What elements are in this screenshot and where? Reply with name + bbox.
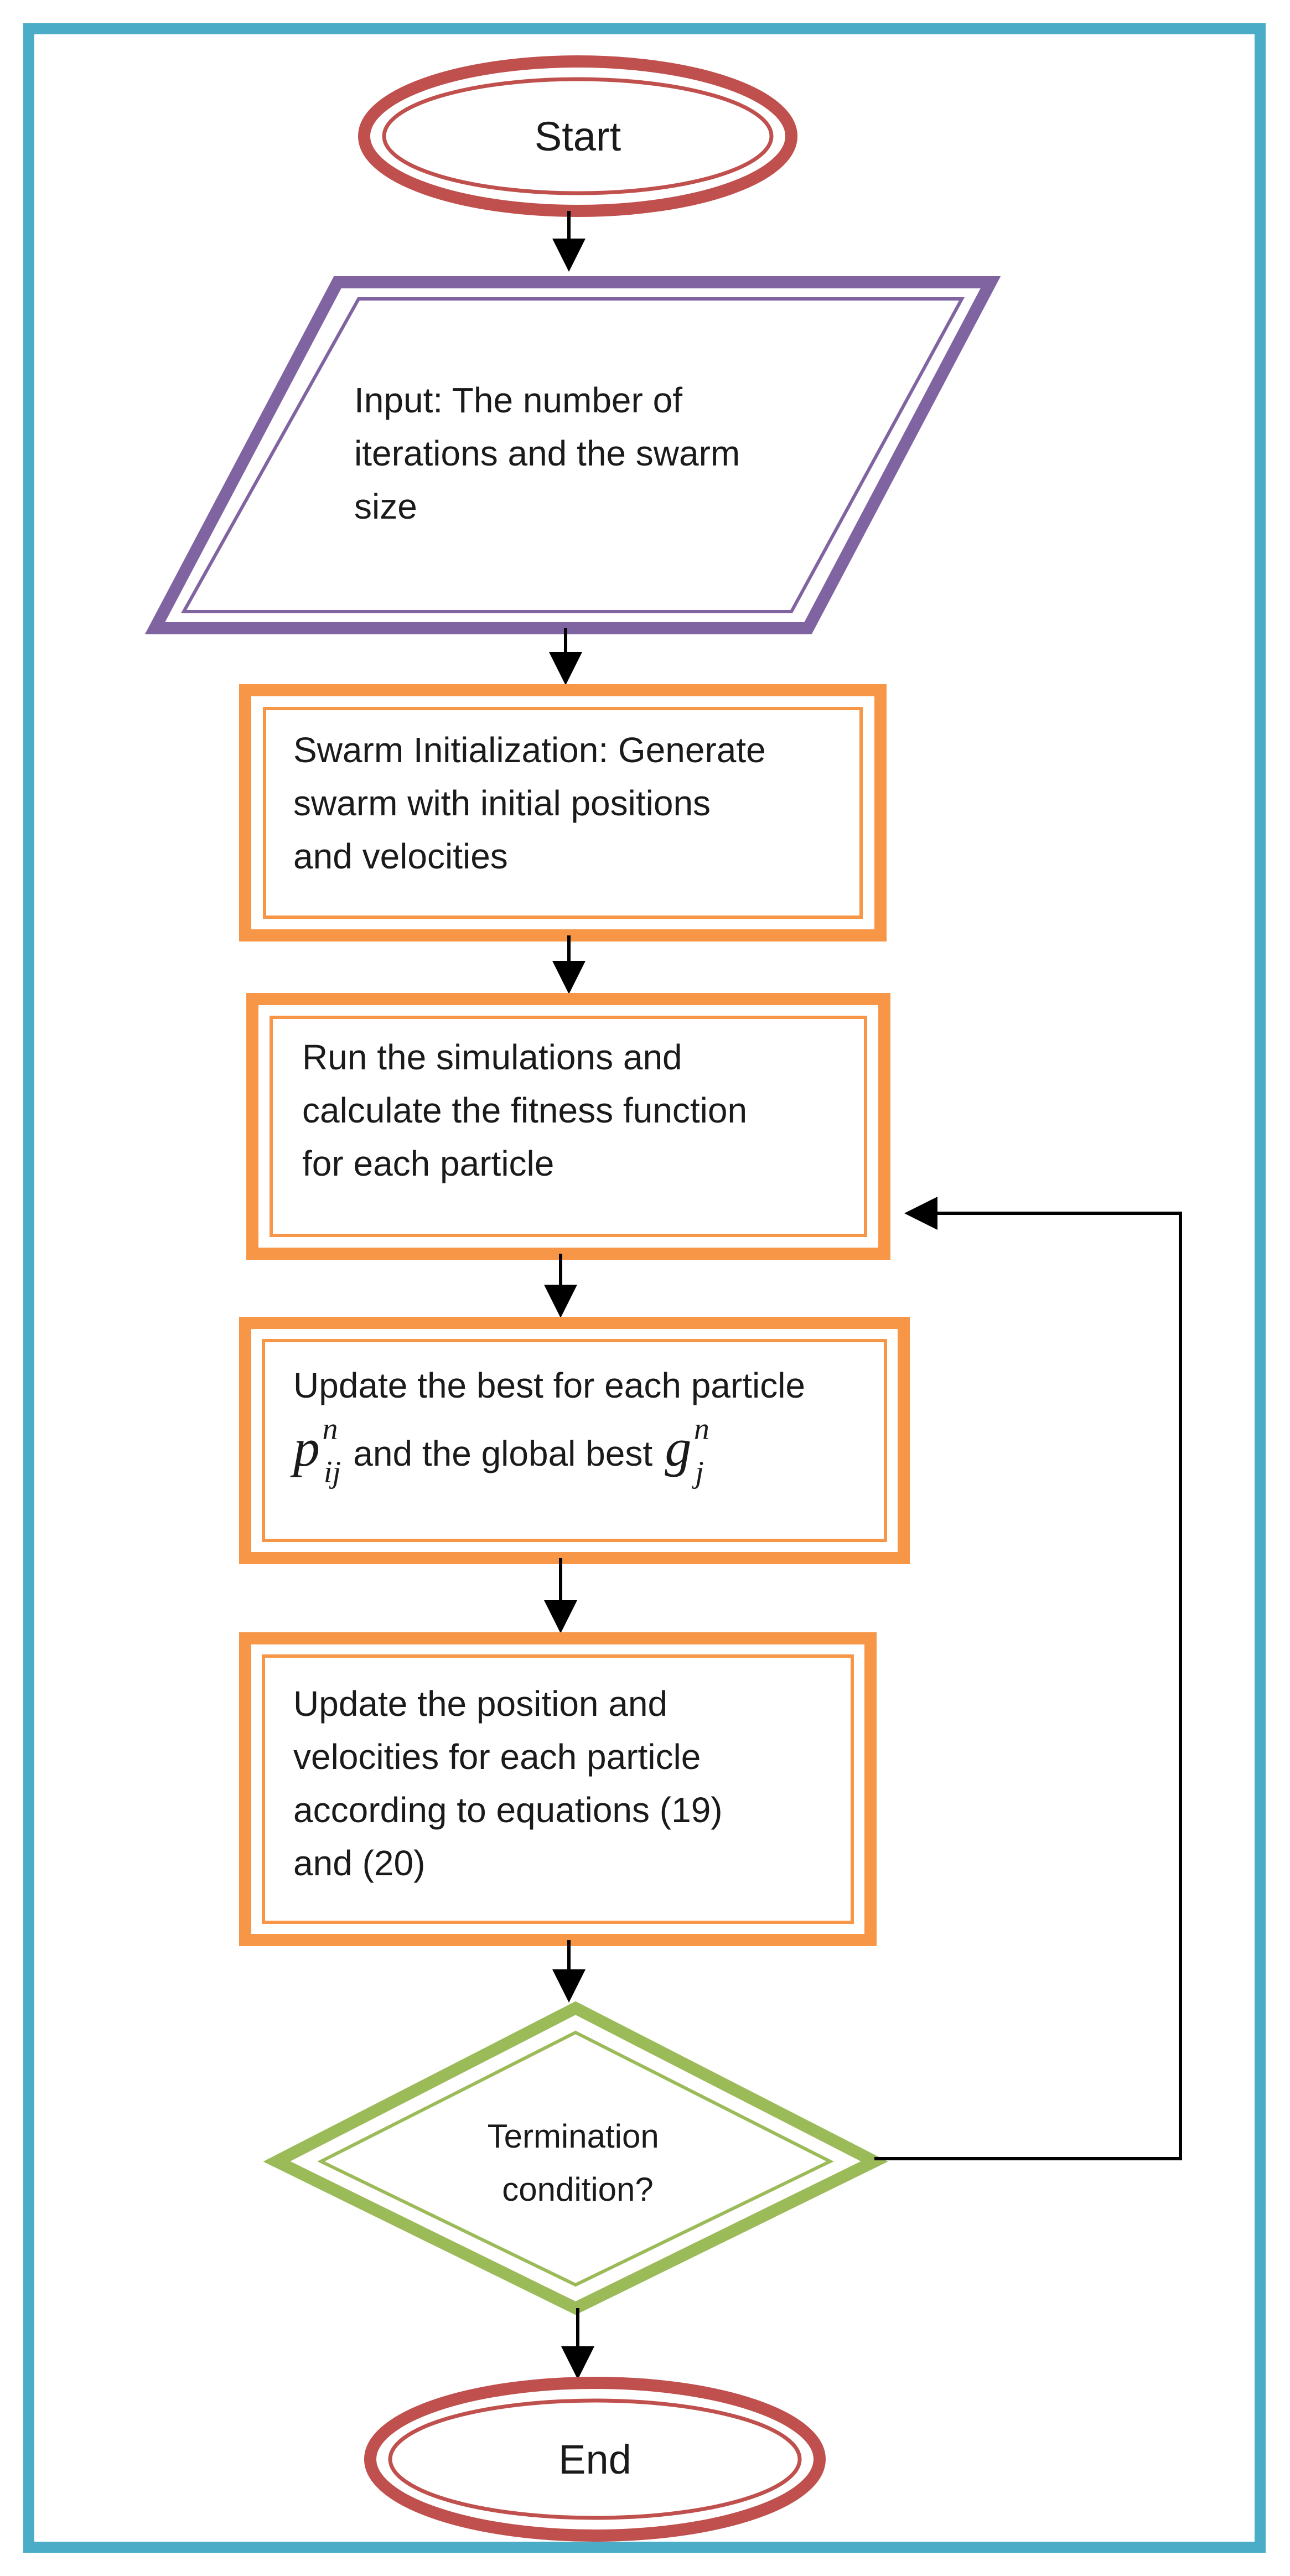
input-outer-shape xyxy=(144,276,1001,634)
gbest-subscript: j xyxy=(692,1455,704,1489)
simulate-process: Run the simulations and calculate the fi… xyxy=(246,993,890,1260)
decision-line: condition? xyxy=(502,2171,654,2208)
end-label: End xyxy=(558,2437,631,2482)
input-line: Input: The number of xyxy=(354,380,682,420)
update-pos-line: Update the position and xyxy=(293,1684,667,1724)
init-outer-box xyxy=(239,684,887,942)
input-inner-shape xyxy=(180,297,965,613)
input-line: size xyxy=(354,487,417,526)
init-label: Swarm Initialization: Generate swarm wit… xyxy=(293,730,776,876)
update-best-line2: p n ij and the global best g n j xyxy=(290,1412,712,1489)
start-outer-ellipse xyxy=(358,55,797,217)
start-terminal: Start xyxy=(358,55,797,217)
input-label: Input: The number of iterations and the … xyxy=(354,380,750,526)
update-pos-line: and (20) xyxy=(293,1843,425,1883)
update-best-inner-box xyxy=(262,1339,887,1542)
init-process: Swarm Initialization: Generate swarm wit… xyxy=(239,684,887,942)
pbest-symbol: p xyxy=(290,1418,320,1477)
decision-node: Termination condition? xyxy=(263,2001,888,2315)
update-pos-process: Update the position and velocities for e… xyxy=(239,1632,877,1946)
start-inner-ellipse xyxy=(382,77,774,195)
decision-label: Termination condition? xyxy=(488,2118,669,2208)
update-best-line1: Update the best for each particle xyxy=(293,1365,805,1405)
start-label: Start xyxy=(535,113,621,159)
update-pos-outer-box xyxy=(239,1632,877,1946)
decision-outer-diamond xyxy=(263,2001,888,2315)
init-line: Swarm Initialization: Generate xyxy=(293,730,766,770)
init-line: swarm with initial positions xyxy=(293,783,711,823)
input-node: Input: The number of iterations and the … xyxy=(144,276,1001,634)
update-best-process: Update the best for each particle p n ij… xyxy=(239,1317,910,1564)
simulate-line: Run the simulations and xyxy=(302,1037,682,1077)
gbest-symbol: g xyxy=(665,1418,691,1477)
outer-frame xyxy=(23,23,1266,2553)
end-terminal: End xyxy=(364,2377,826,2542)
update-best-mid-text: and the global best xyxy=(343,1434,662,1473)
update-pos-line: velocities for each particle xyxy=(293,1737,701,1777)
end-outer-ellipse xyxy=(364,2377,826,2542)
init-inner-box xyxy=(263,707,863,919)
decision-inner-diamond xyxy=(317,2030,834,2287)
simulate-line: for each particle xyxy=(302,1144,554,1183)
update-pos-line: according to equations (19) xyxy=(293,1790,723,1830)
pbest-subscript: ij xyxy=(324,1455,341,1489)
gbest-superscript: n xyxy=(694,1412,709,1446)
update-pos-inner-box xyxy=(262,1654,854,1924)
update-best-outer-box xyxy=(239,1317,910,1564)
update-pos-label: Update the position and velocities for e… xyxy=(293,1684,732,1883)
simulate-line: calculate the fitness function xyxy=(302,1090,747,1130)
simulate-inner-box xyxy=(270,1016,867,1237)
decision-line: Termination xyxy=(488,2118,659,2155)
simulate-outer-box xyxy=(246,993,890,1260)
pbest-superscript: n xyxy=(322,1412,338,1446)
end-inner-ellipse xyxy=(388,2398,802,2520)
loop-back-connector xyxy=(874,1197,1182,2160)
simulate-label: Run the simulations and calculate the fi… xyxy=(302,1037,757,1183)
init-line: and velocities xyxy=(293,836,508,876)
input-line: iterations and the swarm xyxy=(354,433,740,473)
